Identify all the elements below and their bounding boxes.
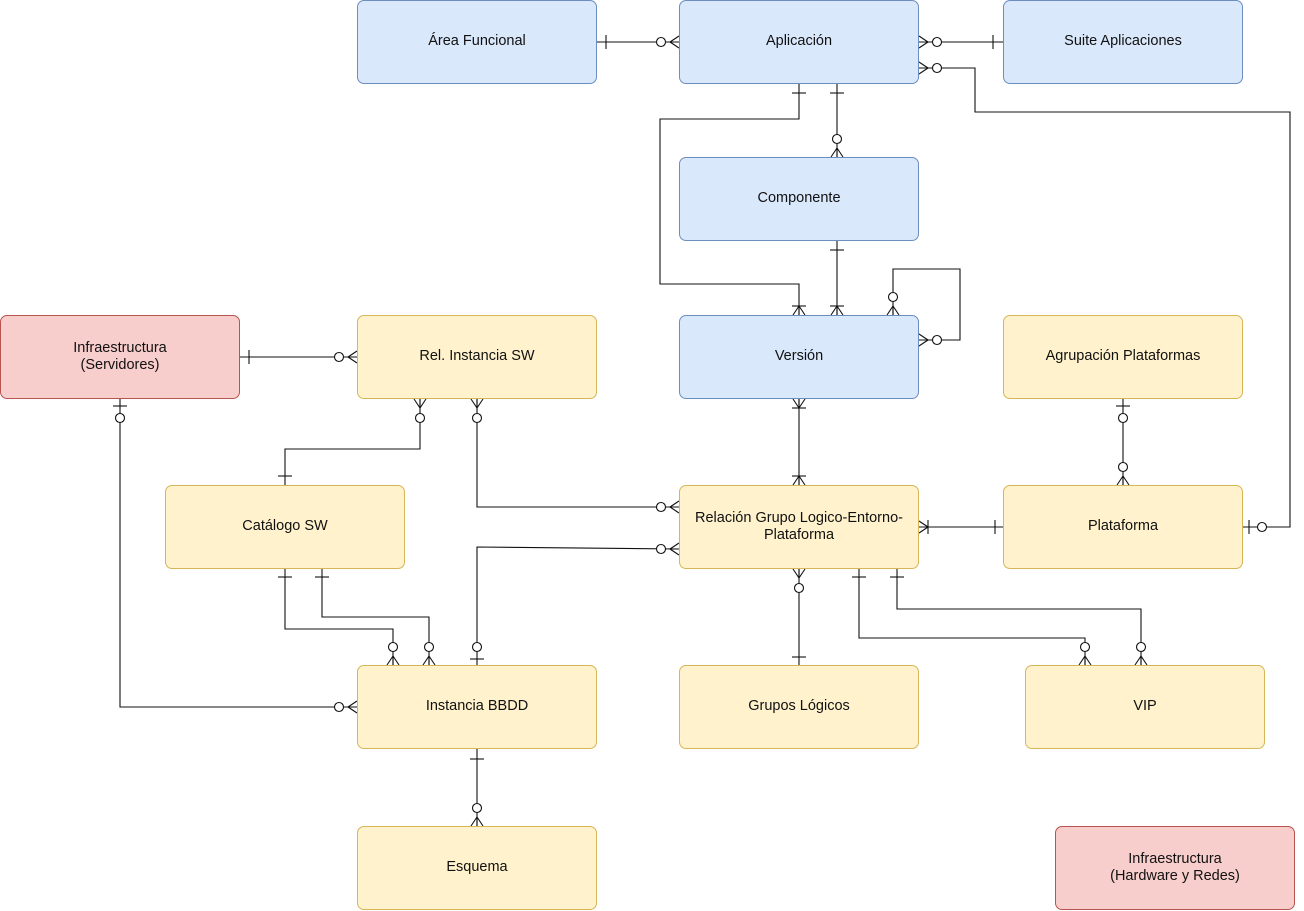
- many-marker: [918, 520, 929, 534]
- optional-marker: [114, 412, 126, 424]
- entity-infraestructura-servidores[interactable]: Infraestructura (Servidores): [0, 315, 240, 399]
- many-marker: [347, 700, 358, 714]
- entity-plataforma[interactable]: Plataforma: [1003, 485, 1243, 569]
- many-marker: [347, 350, 358, 364]
- optional-marker: [333, 351, 345, 363]
- entity-esquema[interactable]: Esquema: [357, 826, 597, 910]
- optional-marker: [931, 36, 943, 48]
- optional-marker: [931, 62, 943, 74]
- entity-label: Grupos Lógicos: [748, 698, 850, 715]
- optional-marker: [1135, 641, 1147, 653]
- entity-label: Agrupación Plataformas: [1045, 348, 1201, 365]
- optional-marker: [831, 133, 843, 145]
- entity-label: Catálogo SW: [242, 518, 328, 535]
- entity-catalogo-sw[interactable]: Catálogo SW: [165, 485, 405, 569]
- relationship-line: [284, 399, 421, 485]
- many-marker: [422, 655, 436, 666]
- optional-marker: [655, 36, 667, 48]
- many-marker: [1134, 655, 1148, 666]
- entity-area-funcional[interactable]: Área Funcional: [357, 0, 597, 84]
- entity-label: Esquema: [446, 859, 508, 876]
- many-marker: [792, 398, 806, 409]
- optional-marker: [931, 334, 943, 346]
- entity-label: Relación Grupo Logico-Entorno-Plataforma: [695, 509, 903, 543]
- many-marker: [669, 500, 680, 514]
- many-marker: [918, 61, 929, 75]
- optional-marker: [414, 412, 426, 424]
- many-marker: [669, 35, 680, 49]
- relationship-line: [476, 546, 680, 665]
- entity-label: Instancia BBDD: [425, 698, 529, 715]
- entity-version[interactable]: Versión: [679, 315, 919, 399]
- relationship-line: [892, 268, 961, 341]
- many-marker: [470, 816, 484, 827]
- entity-label: Infraestructura (Hardware y Redes): [1110, 850, 1240, 884]
- many-marker: [1078, 655, 1092, 666]
- entity-instancia-bbdd[interactable]: Instancia BBDD: [357, 665, 597, 749]
- entity-agrupacion-plataformas[interactable]: Agrupación Plataformas: [1003, 315, 1243, 399]
- optional-marker: [471, 641, 483, 653]
- entity-aplicacion[interactable]: Aplicación: [679, 0, 919, 84]
- relationship-line: [321, 569, 430, 665]
- relationship-line: [659, 84, 800, 315]
- relationship-line: [919, 67, 1291, 528]
- entity-grupos-logicos[interactable]: Grupos Lógicos: [679, 665, 919, 749]
- many-marker: [413, 398, 427, 409]
- entity-suite-aplicaciones[interactable]: Suite Aplicaciones: [1003, 0, 1243, 84]
- relationship-line: [119, 399, 357, 708]
- many-marker: [792, 305, 806, 316]
- many-marker: [918, 35, 929, 49]
- many-marker: [792, 475, 806, 486]
- relationship-line: [858, 569, 1086, 665]
- entity-label: Infraestructura (Servidores): [73, 339, 167, 373]
- relationship-line: [476, 399, 679, 508]
- entity-componente[interactable]: Componente: [679, 157, 919, 241]
- optional-marker: [471, 412, 483, 424]
- optional-marker: [471, 802, 483, 814]
- optional-marker: [655, 543, 667, 555]
- entity-rel-instancia-sw[interactable]: Rel. Instancia SW: [357, 315, 597, 399]
- many-marker: [1116, 475, 1130, 486]
- entity-label: Versión: [774, 348, 824, 365]
- entity-relacion-grupo-logico-entorno-plataforma[interactable]: Relación Grupo Logico-Entorno-Plataforma: [679, 485, 919, 569]
- entity-label: Suite Aplicaciones: [1064, 33, 1182, 50]
- optional-marker: [655, 501, 667, 513]
- optional-marker: [887, 291, 899, 303]
- entity-label: Aplicación: [765, 33, 833, 50]
- many-marker: [470, 398, 484, 409]
- entity-label: Componente: [757, 190, 841, 207]
- optional-marker: [793, 582, 805, 594]
- optional-marker: [387, 641, 399, 653]
- entity-label: Área Funcional: [428, 33, 526, 50]
- optional-marker: [1256, 521, 1268, 533]
- optional-marker: [423, 641, 435, 653]
- many-marker: [386, 655, 400, 666]
- entity-label: Plataforma: [1087, 518, 1159, 535]
- entity-label: Rel. Instancia SW: [419, 348, 535, 365]
- optional-marker: [1117, 461, 1129, 473]
- entity-infraestructura-hardware-redes[interactable]: Infraestructura (Hardware y Redes): [1055, 826, 1295, 910]
- many-marker: [830, 305, 844, 316]
- many-marker: [886, 305, 900, 316]
- many-marker: [792, 568, 806, 579]
- optional-marker: [333, 701, 345, 713]
- optional-marker: [1079, 641, 1091, 653]
- many-marker: [669, 542, 680, 556]
- many-marker: [918, 333, 929, 347]
- entity-vip[interactable]: VIP: [1025, 665, 1265, 749]
- relationship-line: [896, 569, 1142, 665]
- many-marker: [830, 147, 844, 158]
- optional-marker: [1117, 412, 1129, 424]
- entity-label: VIP: [1133, 698, 1157, 715]
